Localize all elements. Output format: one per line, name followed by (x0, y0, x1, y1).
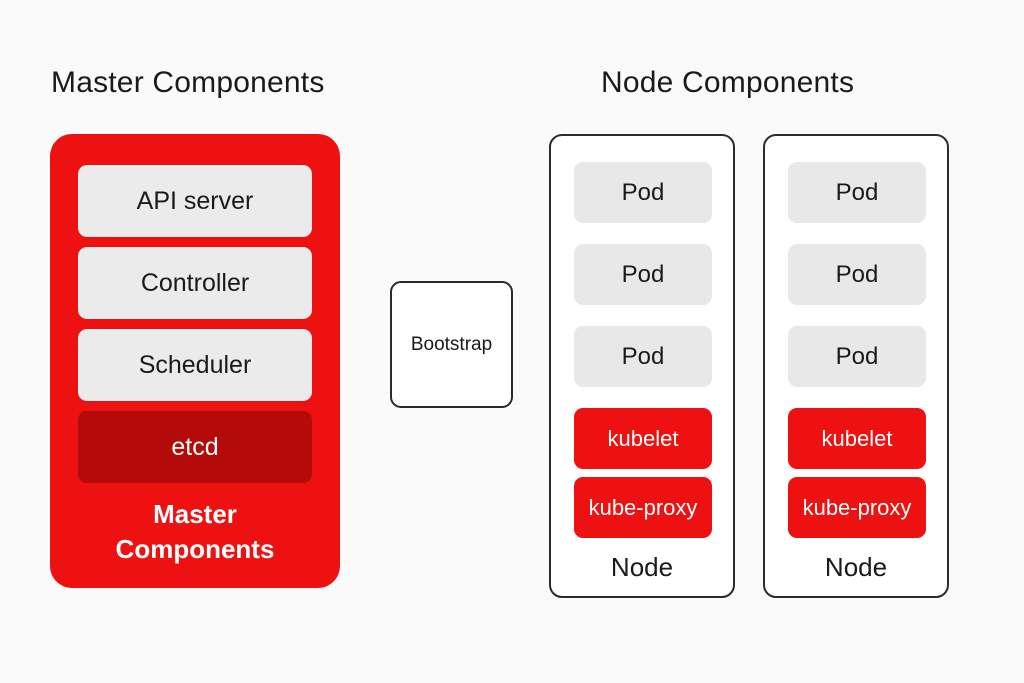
node-box-2: Pod Pod Pod kubelet kube-proxy Node (763, 134, 949, 598)
master-panel-caption: Master Components (50, 497, 340, 568)
master-component-label: API server (136, 186, 254, 215)
master-components-panel: API server Controller Scheduler etcd Mas… (50, 134, 340, 588)
master-component-label: Scheduler (138, 350, 252, 379)
node-1-pod-1[interactable]: Pod (574, 162, 712, 223)
bootstrap-label: Bootstrap (410, 333, 493, 355)
node-2-pod-3[interactable]: Pod (788, 326, 926, 387)
node-item-label: kube-proxy (802, 494, 912, 520)
master-component-scheduler[interactable]: Scheduler (78, 329, 312, 401)
node-components-title: Node Components (601, 66, 855, 99)
node-item-label: Pod (621, 342, 665, 370)
bootstrap-box[interactable]: Bootstrap (390, 281, 513, 408)
master-components-title: Master Components (51, 66, 325, 99)
master-component-api-server[interactable]: API server (78, 165, 312, 237)
node-item-label: Pod (835, 342, 879, 370)
master-component-controller[interactable]: Controller (78, 247, 312, 319)
node-2-pod-2[interactable]: Pod (788, 244, 926, 305)
node-2-pod-1[interactable]: Pod (788, 162, 926, 223)
node-item-label: kubelet (821, 425, 893, 451)
node-2-kubelet[interactable]: kubelet (788, 408, 926, 469)
node-item-label: kube-proxy (588, 494, 698, 520)
node-1-kube-proxy[interactable]: kube-proxy (574, 477, 712, 538)
node-item-label: kubelet (607, 425, 679, 451)
master-component-etcd[interactable]: etcd (78, 411, 312, 483)
node-2-caption: Node (824, 552, 888, 582)
node-1-pod-2[interactable]: Pod (574, 244, 712, 305)
node-item-label: Pod (835, 178, 879, 206)
node-2-kube-proxy[interactable]: kube-proxy (788, 477, 926, 538)
master-panel-caption-line-1: Master (153, 499, 237, 529)
node-box-1: Pod Pod Pod kubelet kube-proxy Node (549, 134, 735, 598)
node-1-caption: Node (610, 552, 674, 582)
node-item-label: Pod (621, 260, 665, 288)
node-1-kubelet[interactable]: kubelet (574, 408, 712, 469)
node-1-pod-3[interactable]: Pod (574, 326, 712, 387)
master-component-label: Controller (140, 268, 250, 297)
node-item-label: Pod (835, 260, 879, 288)
master-component-label: etcd (171, 432, 219, 461)
node-item-label: Pod (621, 178, 665, 206)
master-panel-caption-line-2: Components (115, 534, 275, 565)
